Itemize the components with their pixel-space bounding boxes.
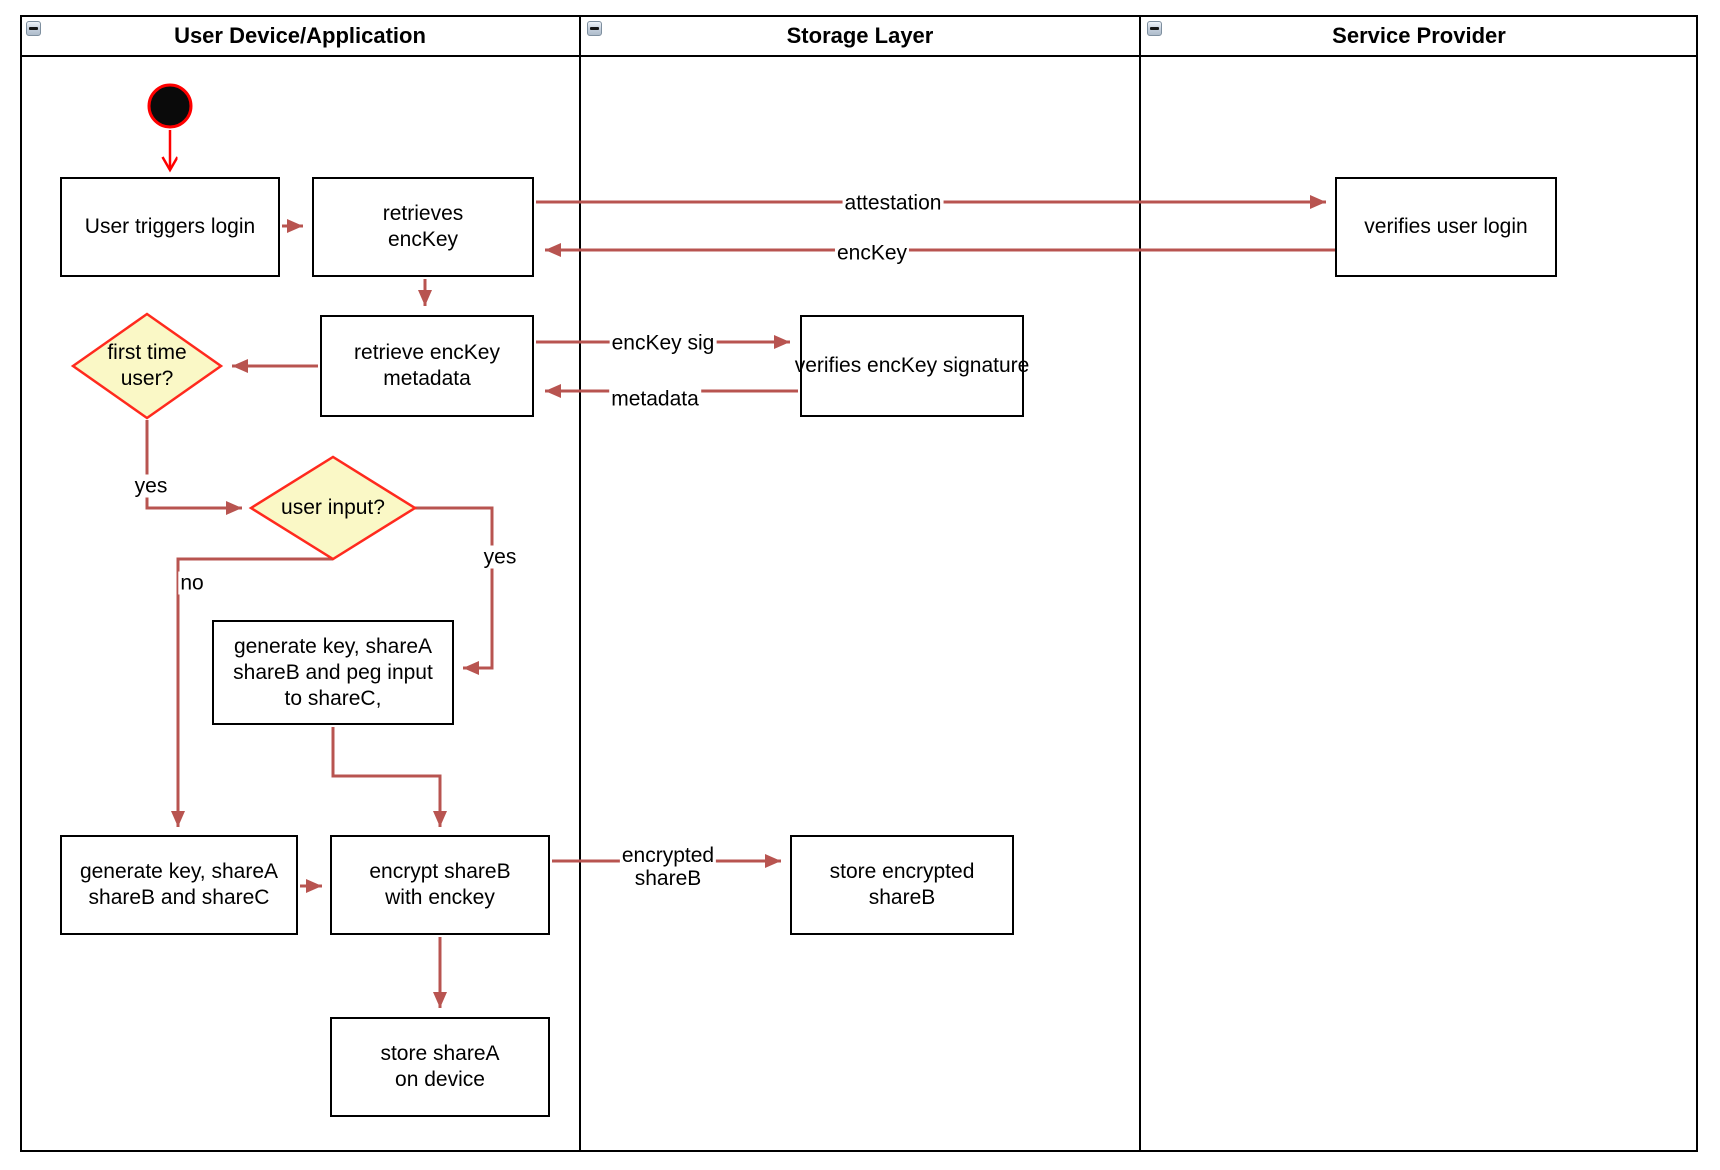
node-label: retrieve encKey metadata (354, 341, 500, 390)
node-retrieves-enckey[interactable]: retrieves encKey (312, 177, 534, 277)
edge-label-user-input-no[interactable]: no (178, 571, 206, 595)
node-user-triggers-login[interactable]: User triggers login (60, 177, 280, 277)
pool-border (20, 15, 1698, 1152)
node-label: retrieves encKey (382, 202, 464, 251)
node-label: verifies user login (1364, 215, 1528, 238)
node-label: generate key, shareA shareB and shareC (79, 860, 279, 909)
decision-first-time-user-shape[interactable] (70, 312, 224, 420)
minus-icon (1150, 27, 1159, 30)
node-label: encrypt shareB with enckey (369, 860, 511, 909)
lane-header-user-device[interactable]: User Device/Application (174, 23, 426, 48)
node-label: User triggers login (84, 215, 256, 238)
collapse-lane-icon[interactable] (1147, 21, 1162, 36)
node-label: generate key, shareA shareB and peg inpu… (233, 634, 433, 710)
node-store-encrypted-shareb[interactable]: store encrypted shareB (790, 835, 1014, 935)
minus-icon (29, 27, 38, 30)
collapse-lane-icon[interactable] (587, 21, 602, 36)
node-label: verifies encKey signature (794, 354, 1030, 377)
lane-header-separator (20, 55, 1698, 57)
edge-user-input-yes[interactable] (415, 506, 494, 675)
edge-label-enckey-sig[interactable]: encKey sig (609, 331, 717, 355)
edge-label-attestation[interactable]: attestation (842, 191, 944, 215)
start-node[interactable] (147, 83, 193, 129)
node-encrypt-shareb[interactable]: encrypt shareB with enckey (330, 835, 550, 935)
node-label: store shareA on device (380, 1042, 500, 1091)
edge-user-input-no[interactable] (171, 557, 333, 827)
edge-label-first-time-yes[interactable]: yes (132, 474, 170, 498)
lane-divider-1 (579, 15, 581, 1152)
lane-header-service-provider[interactable]: Service Provider (1332, 23, 1506, 48)
lane-header-storage-layer[interactable]: Storage Layer (786, 23, 934, 48)
edge-first-time-yes[interactable] (145, 420, 242, 515)
node-retrieve-enckey-metadata[interactable]: retrieve encKey metadata (320, 315, 534, 417)
edge-label-encrypted-shareb[interactable]: encrypted shareB (619, 844, 717, 890)
minus-icon (590, 27, 599, 30)
decision-user-input-shape[interactable] (248, 455, 418, 561)
node-label: store encrypted shareB (829, 860, 975, 909)
edge-label-metadata[interactable]: metadata (609, 387, 701, 411)
node-generate-key-three-shares[interactable]: generate key, shareA shareB and shareC (60, 835, 298, 935)
edge-label-enckey[interactable]: encKey (834, 241, 910, 265)
edge-peg-to-encrypt[interactable] (331, 727, 447, 827)
lane-divider-2 (1139, 15, 1141, 1152)
edge-label-user-input-yes[interactable]: yes (481, 545, 519, 569)
node-store-sharea-on-device[interactable]: store shareA on device (330, 1017, 550, 1117)
collapse-lane-icon[interactable] (26, 21, 41, 36)
node-generate-key-peg-input[interactable]: generate key, shareA shareB and peg inpu… (212, 620, 454, 725)
node-verifies-enckey-signature[interactable]: verifies encKey signature (795, 315, 1029, 417)
node-verifies-user-login[interactable]: verifies user login (1335, 177, 1557, 277)
